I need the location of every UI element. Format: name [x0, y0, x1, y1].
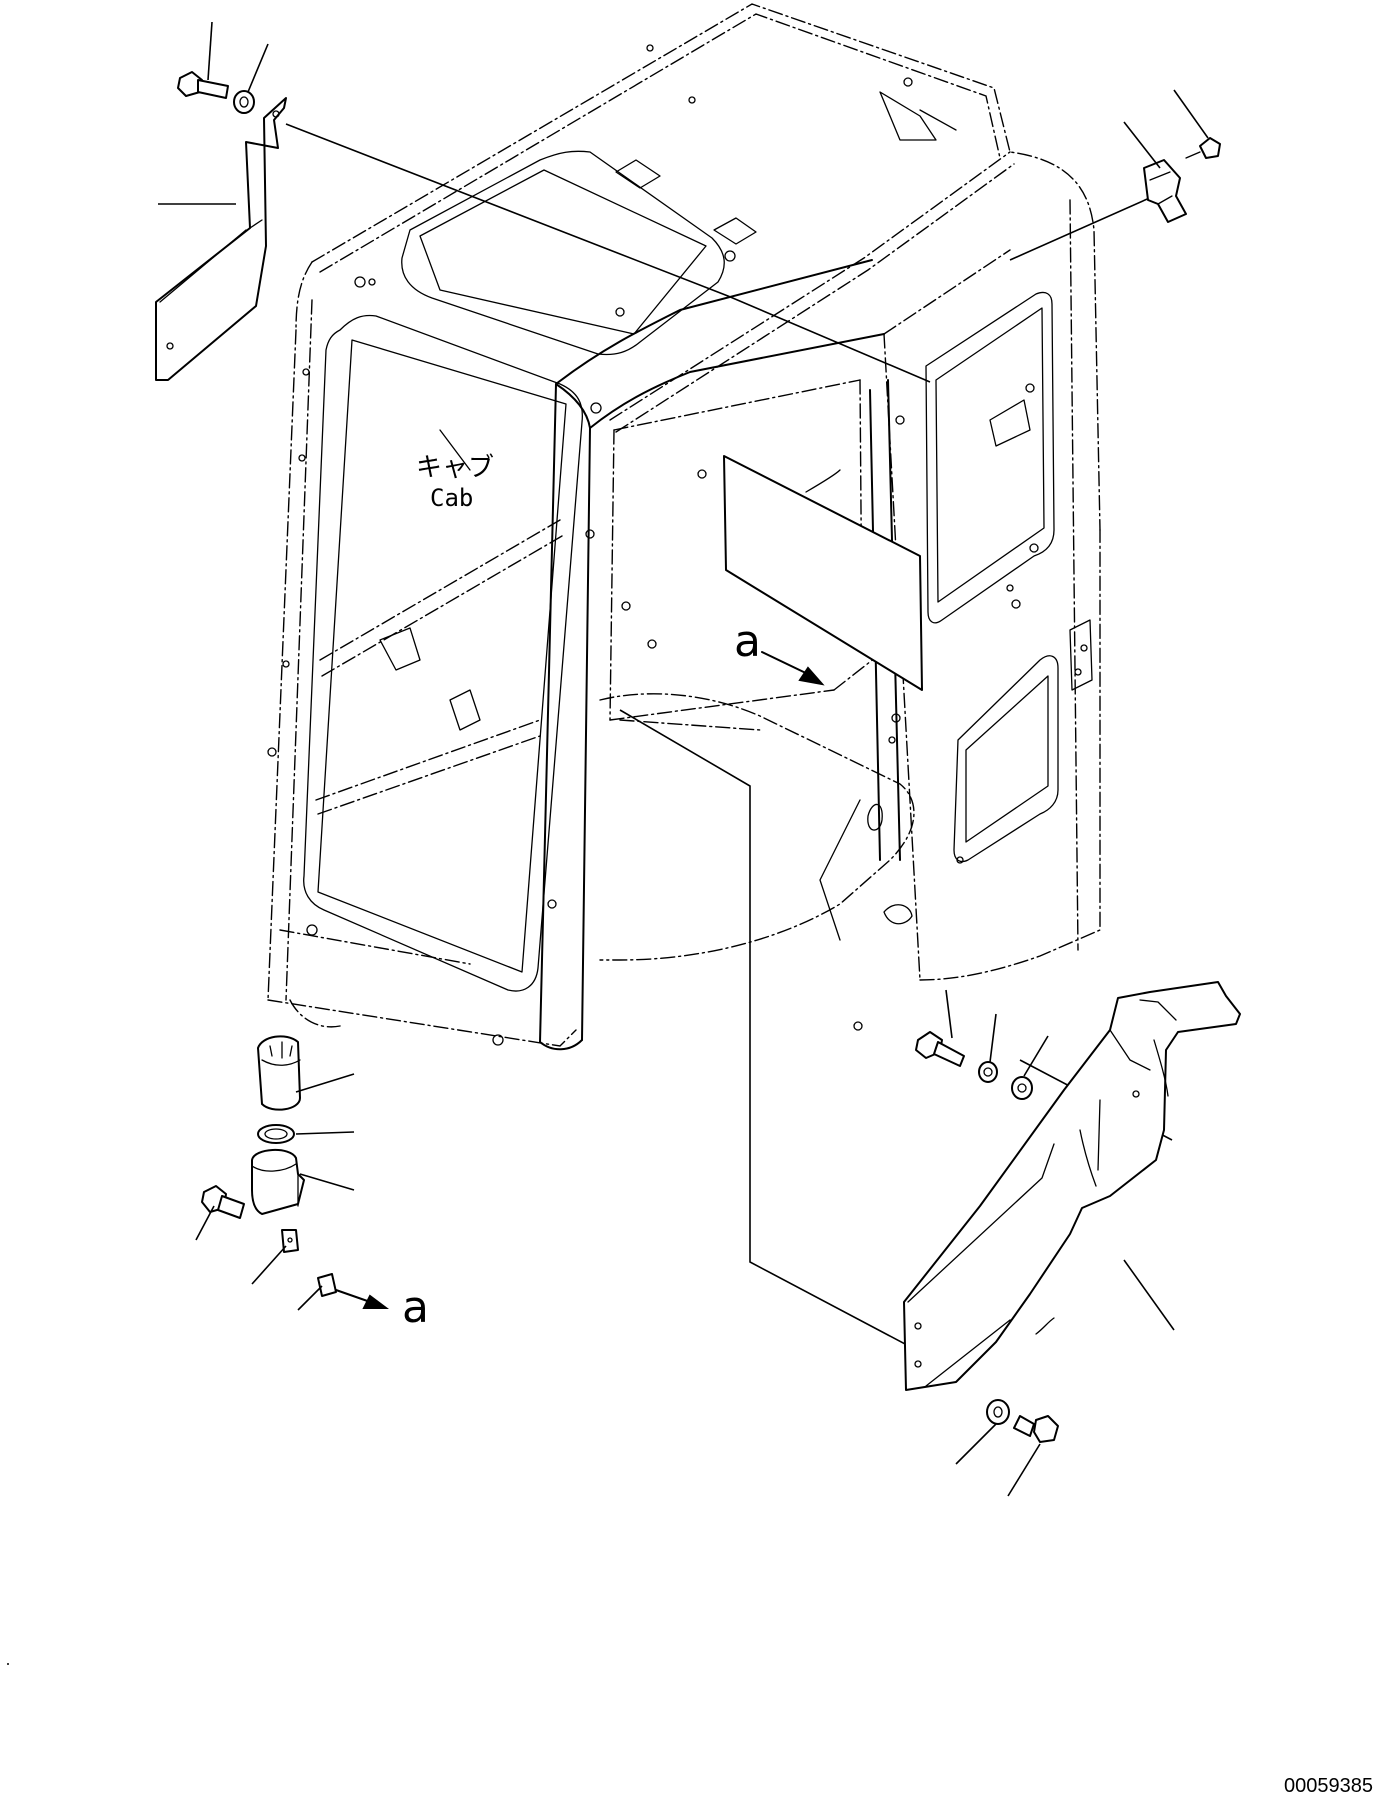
screw-top-right — [1185, 137, 1221, 159]
view-arrow-main: a — [734, 616, 825, 686]
bolt-lower-right-top — [915, 1031, 965, 1067]
side-cover — [903, 981, 1241, 1391]
stray-dot — [7, 1663, 9, 1665]
washer-lower-right-c — [986, 1399, 1010, 1425]
top-left-bracket — [155, 97, 287, 381]
cab-frame — [267, 3, 1101, 1051]
clip-small — [317, 1273, 337, 1297]
ring-washer — [257, 1124, 295, 1144]
bolt-lower-right-bottom — [1013, 1415, 1059, 1443]
washer-lower-right-a — [978, 1061, 998, 1083]
callout-leaders — [158, 21, 1209, 1497]
view-marker-detail: a — [402, 1282, 429, 1333]
cap-part — [257, 1035, 301, 1111]
rear-panel — [723, 455, 923, 691]
drawing-number: 00059385 — [1284, 1775, 1373, 1797]
view-marker-main: a — [734, 616, 761, 667]
cab-label-jp: キャブ — [416, 453, 494, 483]
cab-label-en: Cab — [430, 484, 473, 512]
view-arrow-detail: a — [335, 1282, 429, 1333]
bolt-top-left — [177, 71, 229, 99]
holder-cup — [251, 1149, 305, 1215]
bolt-lower-left — [201, 1185, 245, 1219]
latch-part — [1143, 159, 1187, 223]
washer-lower-right-b — [1011, 1076, 1033, 1100]
washer-top-left — [233, 90, 255, 114]
